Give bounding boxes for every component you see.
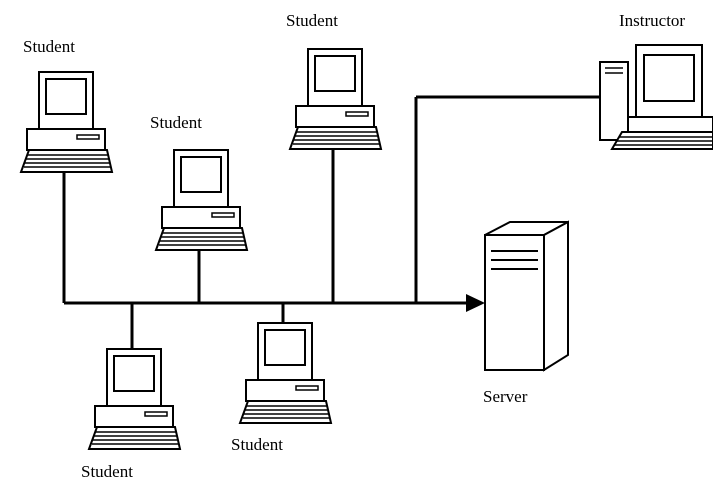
network-lines	[62, 95, 600, 350]
arrow-to-server	[466, 294, 485, 312]
student-top-left-label: Student	[23, 37, 75, 56]
student-mid-left-label: Student	[150, 113, 202, 132]
student-mid-left-computer-icon	[155, 149, 248, 251]
student-bottom-left-label: Student	[81, 462, 133, 481]
server-tower-icon	[484, 220, 569, 372]
student-top-left-computer-icon	[20, 71, 113, 173]
student-bottom-left-computer-icon	[88, 348, 181, 450]
instructor-label: Instructor	[619, 11, 686, 30]
student-top-center-computer-icon	[289, 48, 382, 150]
server-label: Server	[483, 387, 528, 406]
student-top-center-label: Student	[286, 11, 338, 30]
student-bottom-center-computer-icon	[239, 322, 332, 424]
student-bottom-center-label: Student	[231, 435, 283, 454]
instructor-computer-icon	[599, 44, 713, 150]
